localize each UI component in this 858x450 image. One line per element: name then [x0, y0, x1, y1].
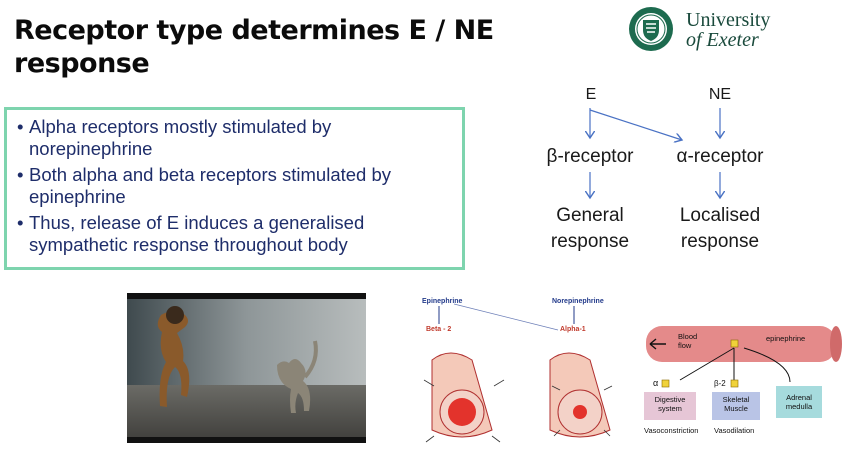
flow-arrows — [520, 108, 820, 270]
node-localised-response: Localised response — [662, 203, 778, 255]
university-name-line2: of Exeter — [686, 29, 759, 51]
box-text: Skeletal — [722, 395, 750, 404]
node-text: General — [556, 205, 624, 226]
node-text: response — [550, 231, 630, 252]
bullet-text: Alpha receptors mostly stimulated by — [29, 116, 332, 137]
label-epinephrine: epinephrine — [766, 334, 806, 343]
vessel-receptor-figure: Epinephrine Norepinephrine Beta - 2 Alph… — [410, 290, 640, 445]
label-beta2: β-2 — [714, 379, 726, 388]
box-adrenal-medulla: Adrenal medulla — [776, 390, 822, 420]
bullet-item: Both alpha and beta receptors stimulated… — [7, 164, 462, 208]
vessel-label-beta2: Beta - 2 — [426, 326, 452, 333]
vessel-label-epinephrine: Epinephrine — [422, 298, 463, 305]
vessel-figure-graphics — [423, 303, 613, 443]
node-text: response — [680, 231, 760, 252]
node-ne: NE — [708, 86, 732, 103]
blood-flow-graphics — [644, 326, 842, 420]
university-seal-icon — [629, 7, 673, 51]
bullet-text: epinephrine — [29, 186, 126, 207]
label-vasodilation: Vasodilation — [714, 426, 755, 435]
bullet-box: Alpha receptors mostly stimulated by nor… — [4, 107, 465, 270]
box-text: system — [658, 404, 682, 413]
bullet-item: Alpha receptors mostly stimulated by nor… — [7, 116, 462, 160]
label-vasoconstriction: Vasoconstriction — [644, 426, 699, 435]
box-digestive-system: Digestive system — [644, 392, 696, 420]
university-name-line1: University — [686, 9, 771, 31]
dog-and-cat-photo — [127, 293, 366, 443]
node-beta-receptor: β-receptor — [546, 146, 634, 167]
node-general-response: General response — [532, 203, 648, 255]
dog-and-cat-image — [127, 293, 366, 443]
box-text: Digestive — [654, 395, 686, 404]
bullet-item: Thus, release of E induces a generalised… — [7, 212, 462, 256]
node-text: Localised — [679, 205, 761, 226]
node-e: E — [585, 86, 597, 103]
node-alpha-receptor: α-receptor — [676, 146, 764, 167]
receptor-flow-diagram: E NE β-receptor α-receptor General respo… — [520, 80, 820, 270]
box-skeletal-muscle: Skeletal Muscle — [712, 392, 760, 420]
slide-title: Receptor type determines E / NE response — [14, 14, 494, 80]
blood-flow-figure: Blood flow epinephrine α β-2 Digestive s… — [640, 322, 850, 447]
label-alpha: α — [653, 378, 659, 388]
university-name: University of Exeter — [686, 10, 770, 50]
bullet-text: Thus, release of E induces a generalised — [29, 212, 365, 233]
box-text: medulla — [785, 402, 813, 411]
label-flow: flow — [678, 341, 692, 350]
arrow-e-to-alpha — [589, 109, 682, 140]
box-text: Adrenal — [786, 393, 812, 402]
bullet-text: sympathetic response throughout body — [29, 234, 348, 255]
bullet-text: norepinephrine — [29, 138, 153, 159]
slide-title-line2: response — [14, 48, 150, 79]
slide-title-line1: Receptor type determines E / NE — [14, 15, 494, 46]
vessel-label-norepinephrine: Norepinephrine — [552, 298, 604, 305]
university-logo: University of Exeter — [628, 6, 788, 54]
box-text: Muscle — [724, 404, 748, 413]
bullet-text: Both alpha and beta receptors stimulated… — [29, 164, 392, 185]
bullet-list: Alpha receptors mostly stimulated by nor… — [7, 110, 462, 256]
vessel-label-alpha1: Alpha-1 — [560, 326, 586, 333]
label-blood: Blood — [678, 332, 698, 341]
